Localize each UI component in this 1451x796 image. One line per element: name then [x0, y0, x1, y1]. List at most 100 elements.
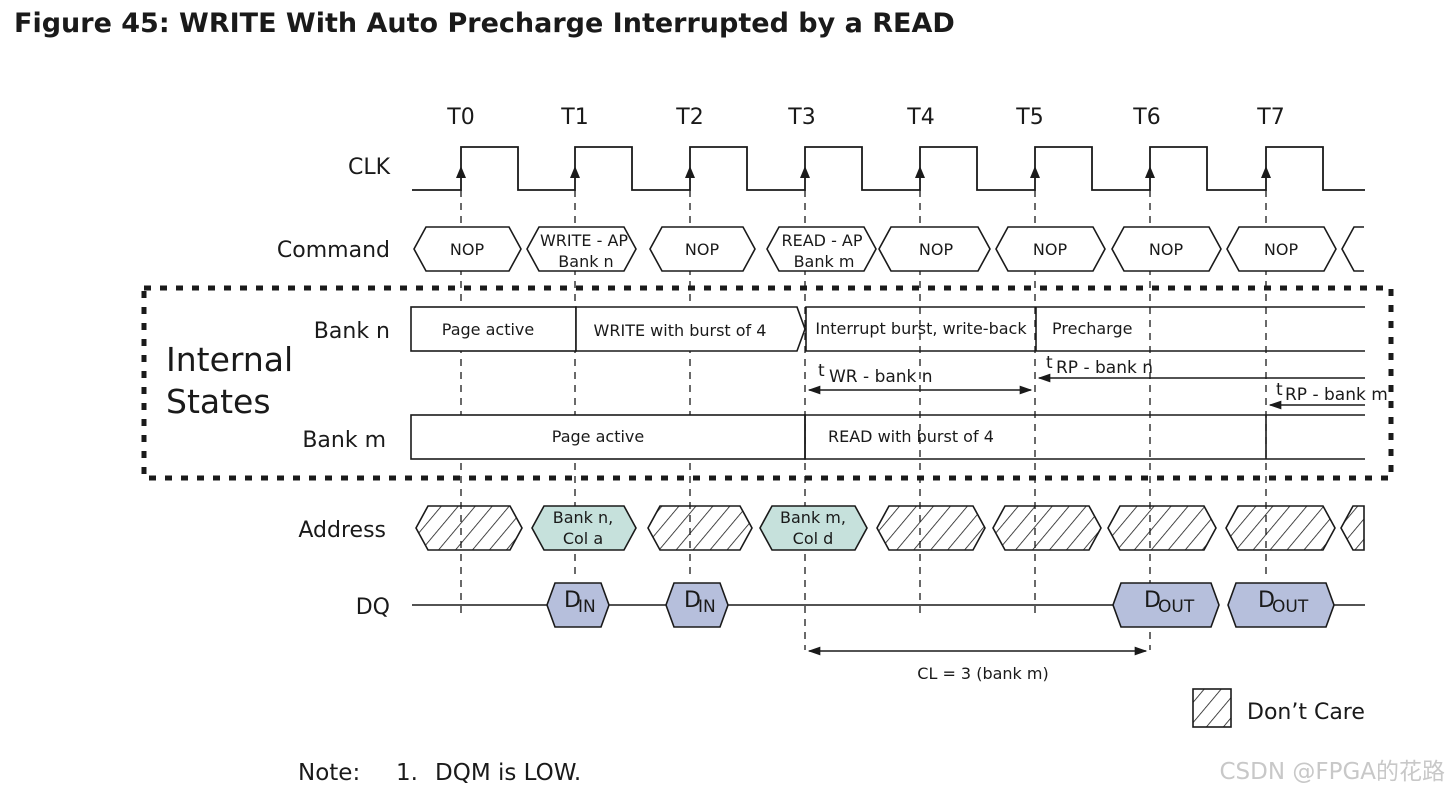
clock-label-t5: T5 [1015, 105, 1043, 130]
address-label-1-line2: Col d [793, 529, 834, 548]
trp-bank-n-label-t: t [1046, 353, 1053, 373]
bank-m-row [410, 414, 1365, 460]
command-label-t1-line2: Bank n [558, 252, 613, 271]
clock-label-t7: T7 [1256, 105, 1284, 130]
clk-edge-arrow-t3 [800, 166, 810, 178]
command-label-t0: NOP [450, 240, 485, 259]
dq-label-1-main: D [684, 588, 701, 613]
signal-label-bank-m: Bank m [302, 428, 386, 453]
bank-n-state-write-burst [575, 306, 806, 352]
bank-n-state-interrupt-precharge [805, 306, 1365, 352]
bank-n-state-label-3: Precharge [1052, 319, 1132, 338]
dq-label-2-sub: OUT [1158, 597, 1195, 617]
bank-n-state-label-2: Interrupt burst, write-back [815, 319, 1027, 338]
clk-edge-arrow-t0 [456, 166, 466, 178]
address-cell-bank-m [759, 505, 868, 551]
signal-label-command: Command [277, 238, 390, 263]
clock-label-t4: T4 [906, 105, 934, 130]
command-label-t5: NOP [1033, 240, 1068, 259]
signal-label-dq: DQ [356, 595, 390, 620]
command-label-t7: NOP [1264, 240, 1299, 259]
address-dont-care-continuation [1340, 505, 1365, 551]
command-label-t3-line2: Bank m [794, 252, 855, 271]
command-cell-t4 [878, 226, 991, 272]
clock-label-t1: T1 [560, 105, 588, 130]
dq-cell-dout-0 [1112, 582, 1220, 628]
dq-label-1-sub: IN [698, 597, 716, 617]
twr-label-t: t [818, 361, 825, 381]
address-dont-care-t6 [1107, 505, 1217, 551]
clock-label-t2: T2 [675, 105, 703, 130]
address-dont-care-t0 [415, 505, 523, 551]
command-cell-t5 [995, 226, 1106, 272]
dq-label-0-sub: IN [578, 597, 596, 617]
note-number: 1. [396, 760, 418, 786]
note-text: DQM is LOW. [435, 760, 581, 786]
command-label-t2: NOP [685, 240, 720, 259]
command-cell-t2 [649, 226, 756, 272]
legend-dont-care-swatch [1192, 688, 1232, 728]
csdn-watermark: CSDN @FPGA的花路 [1219, 759, 1445, 785]
address-label-0-line1: Bank n, [553, 508, 614, 527]
clk-edge-arrow-t6 [1145, 166, 1155, 178]
clk-edge-arrow-t5 [1030, 166, 1040, 178]
command-bus [413, 226, 1364, 272]
clock-label-t3: T3 [787, 105, 815, 130]
note-label: Note: [298, 760, 360, 786]
bank-n-state-label-0: Page active [442, 320, 534, 339]
address-dont-care-t5 [992, 505, 1102, 551]
dq-label-2-main: D [1144, 588, 1161, 613]
command-label-t1-line1: WRITE - AP [540, 231, 628, 250]
clk-waveform [412, 146, 1365, 191]
bank-m-state-read-burst [804, 414, 1365, 460]
signal-label-clk: CLK [348, 155, 391, 180]
clock-labels: T0 T1 T2 T3 T4 T5 T6 T7 [446, 105, 1284, 130]
clock-label-t0: T0 [446, 105, 474, 130]
command-label-t4: NOP [919, 240, 954, 259]
trp-bank-m-label-sub: RP - bank m [1285, 385, 1388, 405]
clock-label-t6: T6 [1132, 105, 1160, 130]
legend-dont-care-label: Don’t Care [1247, 700, 1365, 725]
timing-arrows [807, 373, 1365, 656]
command-label-t3-line1: READ - AP [781, 231, 862, 250]
address-bus [415, 505, 1365, 551]
command-cell-t7 [1226, 226, 1337, 272]
command-label-t6: NOP [1149, 240, 1184, 259]
figure-title: Figure 45: WRITE With Auto Precharge Int… [14, 8, 955, 39]
clk-edge-arrows [456, 166, 1271, 178]
dq-bus [412, 582, 1365, 628]
clk-edge-arrow-t2 [685, 166, 695, 178]
bank-n-state-label-1: WRITE with burst of 4 [594, 321, 767, 340]
bank-n-state-page-active [410, 306, 577, 352]
dq-label-3-sub: OUT [1272, 597, 1309, 617]
twr-label-sub: WR - bank n [829, 367, 933, 387]
signal-label-bank-n: Bank n [314, 319, 390, 344]
address-label-0-line2: Col a [563, 529, 603, 548]
command-cell-t1 [526, 226, 637, 272]
address-cell-bank-n [531, 505, 637, 551]
address-dont-care-t2 [647, 505, 753, 551]
dq-label-0-main: D [564, 588, 581, 613]
command-labels: NOP WRITE - AP Bank n NOP READ - AP Bank… [450, 231, 1299, 271]
dq-label-3-main: D [1258, 588, 1275, 613]
trp-bank-m-label-t: t [1276, 380, 1283, 400]
command-cell-continuation [1341, 226, 1364, 272]
address-dont-care-t4 [876, 505, 986, 551]
trp-bank-n-label-sub: RP - bank n [1056, 358, 1153, 378]
signal-label-address: Address [298, 518, 386, 543]
cl-label: CL = 3 (bank m) [917, 664, 1048, 683]
internal-states-label-line2: States [166, 382, 271, 421]
command-cell-t0 [413, 226, 522, 272]
bank-n-row [410, 306, 1365, 352]
bank-m-state-label-0: Page active [552, 427, 644, 446]
bank-m-state-label-1: READ with burst of 4 [828, 427, 994, 446]
internal-states-label-line1: Internal [166, 340, 293, 379]
command-cell-t3 [766, 226, 877, 272]
address-label-1-line1: Bank m, [780, 508, 846, 527]
clk-edge-arrow-t4 [915, 166, 925, 178]
clk-edge-arrow-t1 [570, 166, 580, 178]
address-dont-care-t7 [1225, 505, 1336, 551]
command-cell-t6 [1111, 226, 1222, 272]
clk-edge-arrow-t7 [1261, 166, 1271, 178]
